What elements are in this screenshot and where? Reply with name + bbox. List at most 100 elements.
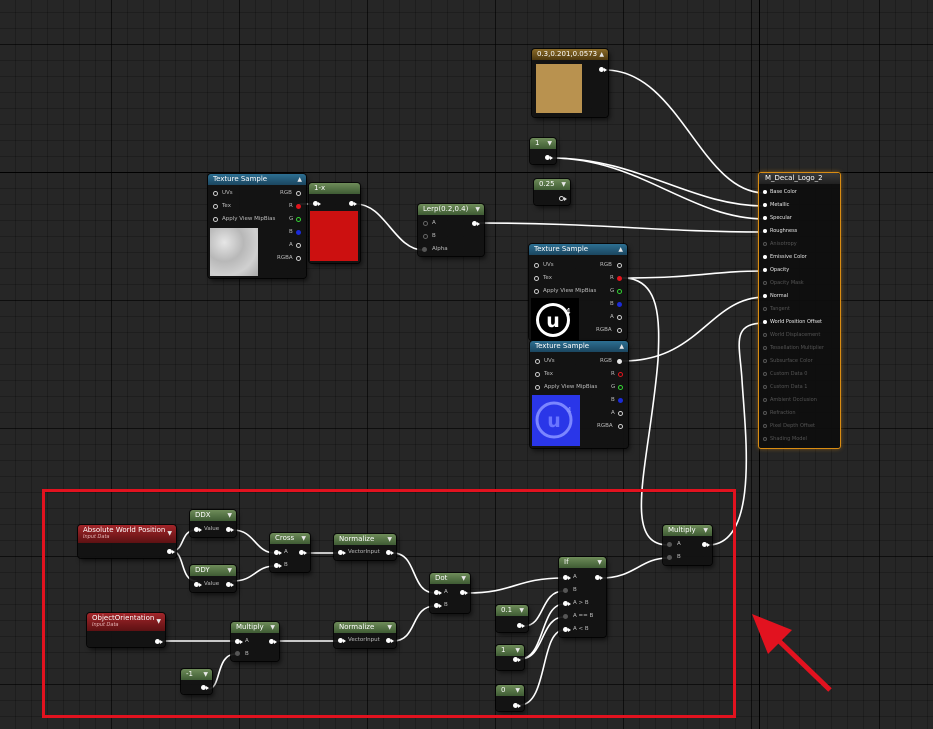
pin-dot-icon[interactable] (763, 423, 767, 428)
output-pin[interactable] (513, 656, 521, 663)
rgb-out-pin[interactable] (296, 191, 301, 196)
node-cross[interactable]: Cross▼ A B (270, 533, 310, 572)
collapse-arrow-icon[interactable]: ▲ (619, 343, 624, 350)
node-header[interactable]: If▼ (559, 557, 606, 568)
input-pin[interactable] (338, 637, 346, 644)
node-constant-1[interactable]: 1▼ (530, 138, 556, 164)
b-out-pin[interactable] (618, 398, 623, 403)
apply-mip-pin[interactable] (535, 385, 540, 390)
node-header[interactable]: Texture Sample▲ (208, 174, 306, 185)
node-header[interactable]: 0.1▼ (496, 605, 528, 616)
dropdown-arrow-icon[interactable]: ▼ (515, 647, 520, 654)
node-constant-025[interactable]: 0.25▼ (534, 179, 570, 205)
dropdown-arrow-icon[interactable]: ▼ (270, 624, 275, 631)
node-if[interactable]: If▼ A B A > B A == B A < B (559, 557, 606, 637)
a-out-pin[interactable] (296, 243, 301, 248)
apply-mip-pin[interactable] (213, 217, 218, 222)
pin-dot-icon[interactable] (763, 306, 767, 311)
dropdown-arrow-icon[interactable]: ▼ (227, 567, 232, 574)
node-ddx[interactable]: DDX▼ Value (190, 510, 236, 537)
pin-dot-icon[interactable] (763, 371, 767, 376)
b-pin[interactable] (274, 562, 282, 569)
pin-dot-icon[interactable] (763, 384, 767, 389)
pin-dot-icon[interactable] (763, 241, 767, 246)
output-pin[interactable] (513, 702, 521, 709)
b-pin[interactable] (235, 651, 240, 656)
output-pin[interactable] (386, 637, 394, 644)
material-pin[interactable]: Opacity (763, 267, 789, 274)
material-pin[interactable]: Subsurface Color (763, 358, 813, 365)
node-texture-sample-3[interactable]: Texture Sample▲ UVs Tex Apply View MipBi… (530, 341, 628, 448)
output-pin[interactable] (702, 541, 710, 548)
output-pin[interactable] (595, 574, 603, 581)
material-pin[interactable]: Base Color (763, 189, 797, 196)
node-header[interactable]: Multiply▼ (231, 622, 279, 633)
node-header[interactable]: -1▼ (181, 669, 212, 680)
a-pin[interactable] (235, 638, 243, 645)
node-constant-neg1[interactable]: -1▼ (181, 669, 212, 694)
node-header[interactable]: Texture Sample▲ (529, 244, 627, 255)
pin-dot-icon[interactable] (763, 202, 767, 207)
output-pin[interactable] (167, 548, 175, 555)
g-out-pin[interactable] (617, 289, 622, 294)
input-pin[interactable] (194, 526, 202, 533)
alb-pin[interactable] (563, 626, 571, 633)
pin-dot-icon[interactable] (763, 436, 767, 441)
pin-dot-icon[interactable] (763, 267, 767, 272)
output-pin[interactable] (472, 220, 480, 227)
dropdown-arrow-icon[interactable]: ▼ (547, 140, 552, 147)
pin-dot-icon[interactable] (763, 293, 767, 298)
rgba-out-pin[interactable] (296, 256, 301, 261)
dropdown-arrow-icon[interactable]: ▼ (461, 575, 466, 582)
pin-dot-icon[interactable] (763, 397, 767, 402)
dropdown-arrow-icon[interactable]: ▼ (519, 607, 524, 614)
pin-dot-icon[interactable] (763, 228, 767, 233)
material-pin[interactable]: Metallic (763, 202, 789, 209)
material-pin[interactable]: Ambient Occlusion (763, 397, 817, 404)
a-pin[interactable] (667, 542, 672, 547)
dropdown-arrow-icon[interactable]: ▼ (703, 527, 708, 534)
output-pin[interactable] (559, 195, 567, 202)
node-lerp[interactable]: Lerp(0.2,0.4)▼ A B Alpha (418, 204, 484, 256)
b-out-pin[interactable] (296, 230, 301, 235)
material-pin[interactable]: Refraction (763, 410, 796, 417)
dropdown-arrow-icon[interactable]: ▼ (561, 181, 566, 188)
node-header[interactable]: 0▼ (496, 685, 524, 696)
a-pin[interactable] (563, 574, 571, 581)
node-dot[interactable]: Dot▼ A B (430, 573, 470, 613)
node-multiply-2[interactable]: Multiply▼ A B (663, 525, 712, 565)
material-pin[interactable]: Opacity Mask (763, 280, 804, 287)
node-header[interactable]: Normalize▼ (334, 534, 396, 545)
dropdown-arrow-icon[interactable]: ▼ (597, 559, 602, 566)
output-pin[interactable] (226, 581, 234, 588)
node-header[interactable]: 1-x (309, 183, 360, 194)
tex-pin[interactable] (213, 204, 218, 209)
b-pin[interactable] (423, 234, 428, 239)
apply-mip-pin[interactable] (534, 289, 539, 294)
a-out-pin[interactable] (617, 315, 622, 320)
b-pin[interactable] (563, 588, 568, 593)
pin-dot-icon[interactable] (763, 280, 767, 285)
material-pin[interactable]: Normal (763, 293, 788, 300)
input-pin[interactable] (313, 200, 321, 207)
node-header[interactable]: Lerp(0.2,0.4)▼ (418, 204, 484, 215)
pin-dot-icon[interactable] (763, 254, 767, 259)
a-out-pin[interactable] (618, 411, 623, 416)
g-out-pin[interactable] (296, 217, 301, 222)
tex-pin[interactable] (535, 372, 540, 377)
node-header[interactable]: Texture Sample▲ (530, 341, 628, 352)
uvs-pin[interactable] (534, 263, 539, 268)
node-header[interactable]: DDY▼ (190, 565, 236, 576)
output-pin[interactable] (299, 549, 307, 556)
material-pin[interactable]: Shading Model (763, 436, 807, 443)
pin-dot-icon[interactable] (763, 319, 767, 324)
material-pin[interactable]: Emissive Color (763, 254, 807, 261)
pin-dot-icon[interactable] (763, 358, 767, 363)
node-constant-01[interactable]: 0.1▼ (496, 605, 528, 632)
node-header[interactable]: Normalize▼ (334, 622, 396, 633)
output-pin[interactable] (269, 638, 277, 645)
aeb-pin[interactable] (563, 614, 568, 619)
material-pin[interactable]: World Displacement (763, 332, 820, 339)
a-pin[interactable] (434, 589, 442, 596)
